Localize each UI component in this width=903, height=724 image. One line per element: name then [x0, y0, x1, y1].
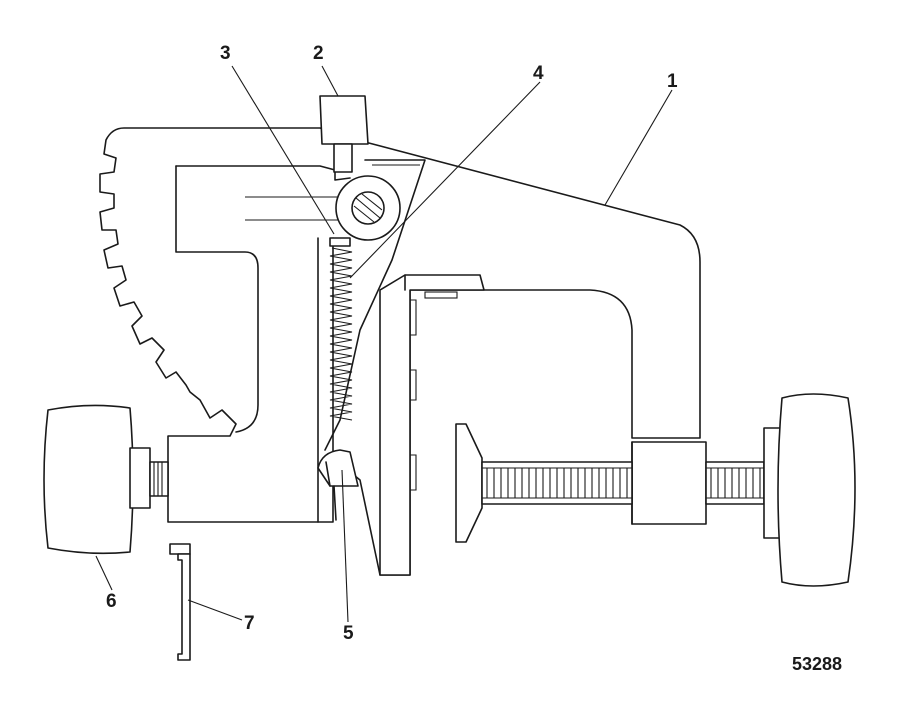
callout-4: 4 — [533, 63, 544, 84]
callout-2: 2 — [313, 43, 324, 64]
leader-4 — [349, 81, 541, 279]
callout-3: 3 — [220, 43, 231, 64]
clamp-screw — [455, 393, 856, 587]
callout-6: 6 — [106, 591, 117, 612]
callout-7: 7 — [244, 613, 255, 634]
leader-3 — [231, 65, 335, 235]
spring — [329, 237, 353, 421]
leader-lines — [95, 65, 673, 623]
leader-2 — [321, 65, 339, 97]
pivot-pin — [335, 175, 401, 241]
leader-6 — [95, 555, 113, 591]
lock-pin — [169, 543, 191, 661]
callout-5: 5 — [343, 623, 354, 644]
swivel-jaw — [379, 274, 485, 576]
top-knob — [319, 95, 369, 173]
pawl — [317, 449, 359, 521]
leader-7 — [187, 599, 243, 621]
figure-number: 53288 — [792, 654, 843, 674]
leader-1 — [604, 89, 673, 206]
left-knob — [43, 404, 169, 555]
callout-1: 1 — [667, 71, 678, 92]
leader-5 — [341, 469, 349, 623]
